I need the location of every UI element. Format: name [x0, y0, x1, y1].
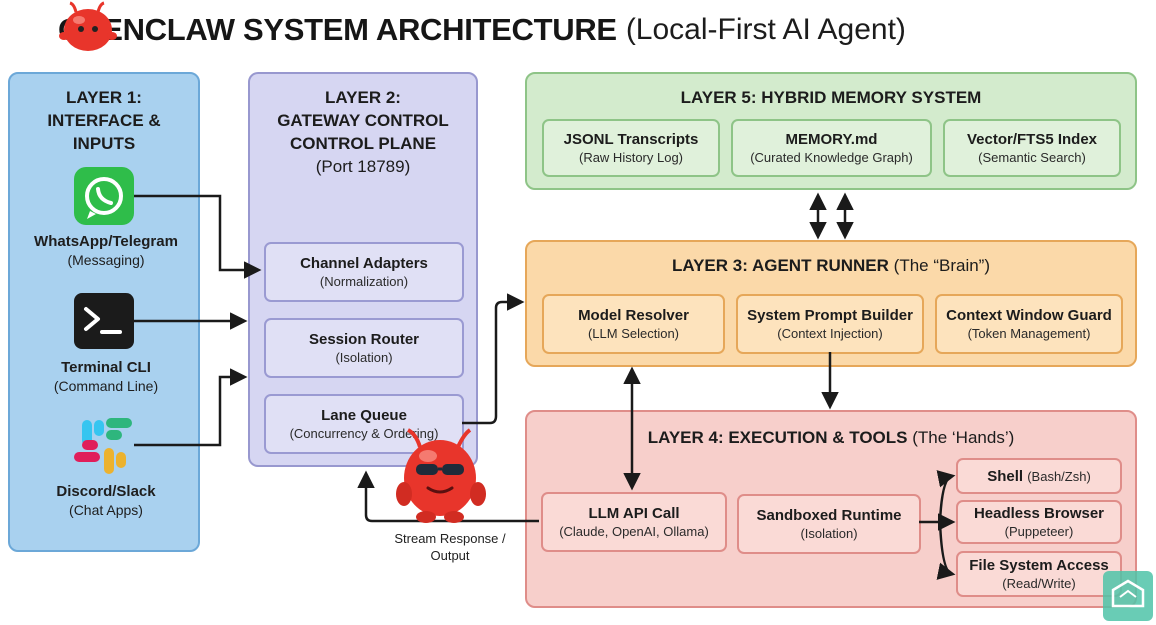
input-whatsapp-telegram: WhatsApp/Telegram (Messaging)	[10, 232, 202, 269]
card-sandboxed-runtime: Sandboxed Runtime (Isolation)	[737, 494, 921, 554]
layer-4-title-note: (The ‘Hands’)	[912, 428, 1015, 447]
wire-sandbox-to-shell	[936, 470, 956, 523]
card-sub: (Claude, OpenAI, Ollama)	[559, 524, 709, 539]
card-memory-md: MEMORY.md (Curated Knowledge Graph)	[731, 119, 932, 177]
card-title: Shell	[987, 467, 1024, 485]
layer-2-title-line: CONTROL PLANE	[289, 134, 437, 153]
card-sub: (Curated Knowledge Graph)	[750, 150, 913, 165]
wire-slack-to-gateway	[134, 368, 248, 447]
layer-2-gateway-control: LAYER 2: GATEWAY CONTROL CONTROL PLANE (…	[248, 72, 478, 467]
card-title: File System Access	[969, 557, 1109, 574]
mascot-icon	[396, 428, 486, 523]
whatsapp-icon	[74, 167, 134, 225]
input-label: WhatsApp/Telegram	[34, 233, 178, 250]
layer-2-title: LAYER 2: GATEWAY CONTROL CONTROL PLANE (…	[250, 86, 476, 178]
layer-3-title-note: (The “Brain”)	[893, 256, 991, 275]
layer-4-title: LAYER 4: EXECUTION & TOOLS (The ‘Hands’)	[527, 426, 1135, 449]
stream-response-label: Stream Response / Output	[370, 530, 530, 564]
card-title: LLM API Call	[588, 505, 680, 522]
card-title: MEMORY.md	[785, 131, 878, 148]
layer-3-title-text: LAYER 3: AGENT RUNNER	[671, 256, 889, 275]
page-subtitle: (Local-First AI Agent)	[625, 13, 906, 46]
input-terminal-cli: Terminal CLI (Command Line)	[10, 358, 202, 395]
layer-2-port: (Port 18789)	[315, 157, 411, 176]
card-sub: (Concurrency & Ordering)	[289, 426, 439, 441]
card-llm-api-call: LLM API Call (Claude, OpenAI, Ollama)	[541, 492, 727, 552]
layer-5-title: LAYER 5: HYBRID MEMORY SYSTEM	[680, 88, 982, 107]
wire-stream-response	[357, 470, 539, 523]
input-sub: (Command Line)	[53, 378, 159, 394]
input-discord-slack: Discord/Slack (Chat Apps)	[10, 482, 202, 519]
layer-1-title-line: INPUTS	[72, 134, 136, 153]
card-title: Context Window Guard	[946, 307, 1112, 324]
tool-shell-line: Shell (Bash/Zsh)	[987, 467, 1091, 486]
card-tool-file-system-access: File System Access (Read/Write)	[956, 551, 1122, 597]
wire-lane-queue-to-agent-runner	[462, 293, 525, 425]
input-label: Discord/Slack	[56, 483, 156, 500]
card-sub: (Bash/Zsh)	[1027, 468, 1091, 484]
mascot-icon	[59, 1, 117, 51]
title-row: OPENCLAW SYSTEM ARCHITECTURE (Local-Firs…	[58, 4, 906, 56]
card-sub: (Raw History Log)	[578, 150, 684, 165]
card-title: System Prompt Builder	[747, 307, 913, 324]
card-model-resolver: Model Resolver (LLM Selection)	[542, 294, 725, 354]
watermark-logo-icon	[1103, 571, 1153, 621]
card-tool-headless-browser: Headless Browser (Puppeteer)	[956, 500, 1122, 544]
card-title: Headless Browser	[973, 505, 1105, 522]
layer-3-agent-runner: LAYER 3: AGENT RUNNER (The “Brain”) Mode…	[525, 240, 1137, 367]
card-sub: (Isolation)	[335, 350, 393, 365]
card-title: Sandboxed Runtime	[756, 507, 902, 524]
card-title: Lane Queue	[321, 407, 407, 424]
input-sub: (Chat Apps)	[69, 502, 143, 518]
layer-1-interface-inputs: LAYER 1: INTERFACE & INPUTS WhatsApp/Tel…	[8, 72, 200, 552]
layer-2-title-line: GATEWAY CONTROL	[277, 111, 449, 130]
card-sub: (Normalization)	[319, 274, 409, 289]
layer-1-title: LAYER 1: INTERFACE & INPUTS	[10, 86, 198, 155]
card-sub: (Token Management)	[967, 326, 1091, 341]
input-sub: (Messaging)	[67, 252, 145, 268]
card-jsonl-transcripts: JSONL Transcripts (Raw History Log)	[542, 119, 720, 177]
card-sub: (Puppeteer)	[1004, 524, 1074, 539]
layer-4-title-text: LAYER 4: EXECUTION & TOOLS	[647, 428, 908, 447]
card-sub: (LLM Selection)	[587, 326, 680, 341]
card-system-prompt-builder: System Prompt Builder (Context Injection…	[736, 294, 924, 354]
card-context-window-guard: Context Window Guard (Token Management)	[935, 294, 1123, 354]
card-vector-fts5-index: Vector/FTS5 Index (Semantic Search)	[943, 119, 1121, 177]
layer-2-title-line: LAYER 2:	[325, 88, 401, 107]
terminal-icon	[74, 293, 134, 349]
card-sub: (Read/Write)	[1002, 576, 1076, 591]
stream-label-line: Stream Response /	[394, 531, 506, 546]
card-sub: (Semantic Search)	[978, 150, 1086, 165]
card-channel-adapters: Channel Adapters (Normalization)	[264, 242, 464, 302]
layer-1-title-line: LAYER 1:	[66, 88, 142, 107]
layer-5-hybrid-memory: LAYER 5: HYBRID MEMORY SYSTEM JSONL Tran…	[525, 72, 1137, 190]
card-sub: (Context Injection)	[777, 326, 883, 341]
stream-label-line: Output	[430, 548, 470, 563]
card-session-router: Session Router (Isolation)	[264, 318, 464, 378]
card-title: Vector/FTS5 Index	[966, 131, 1098, 148]
card-title: Model Resolver	[578, 307, 689, 324]
slack-icon	[74, 418, 132, 474]
card-sub: (Isolation)	[800, 526, 858, 541]
card-title: Channel Adapters	[300, 255, 428, 272]
card-tool-shell: Shell (Bash/Zsh)	[956, 458, 1122, 494]
layer-1-title-line: INTERFACE &	[47, 111, 161, 130]
wire-whatsapp-to-channel-adapters	[134, 194, 262, 279]
card-title: Session Router	[308, 331, 420, 348]
wire-sandbox-to-filesystem	[936, 521, 956, 580]
page-title: OPENCLAW SYSTEM ARCHITECTURE	[58, 12, 617, 47]
layer-3-title: LAYER 3: AGENT RUNNER (The “Brain”)	[527, 254, 1135, 277]
card-title: JSONL Transcripts	[563, 131, 699, 148]
input-label: Terminal CLI	[61, 359, 151, 376]
